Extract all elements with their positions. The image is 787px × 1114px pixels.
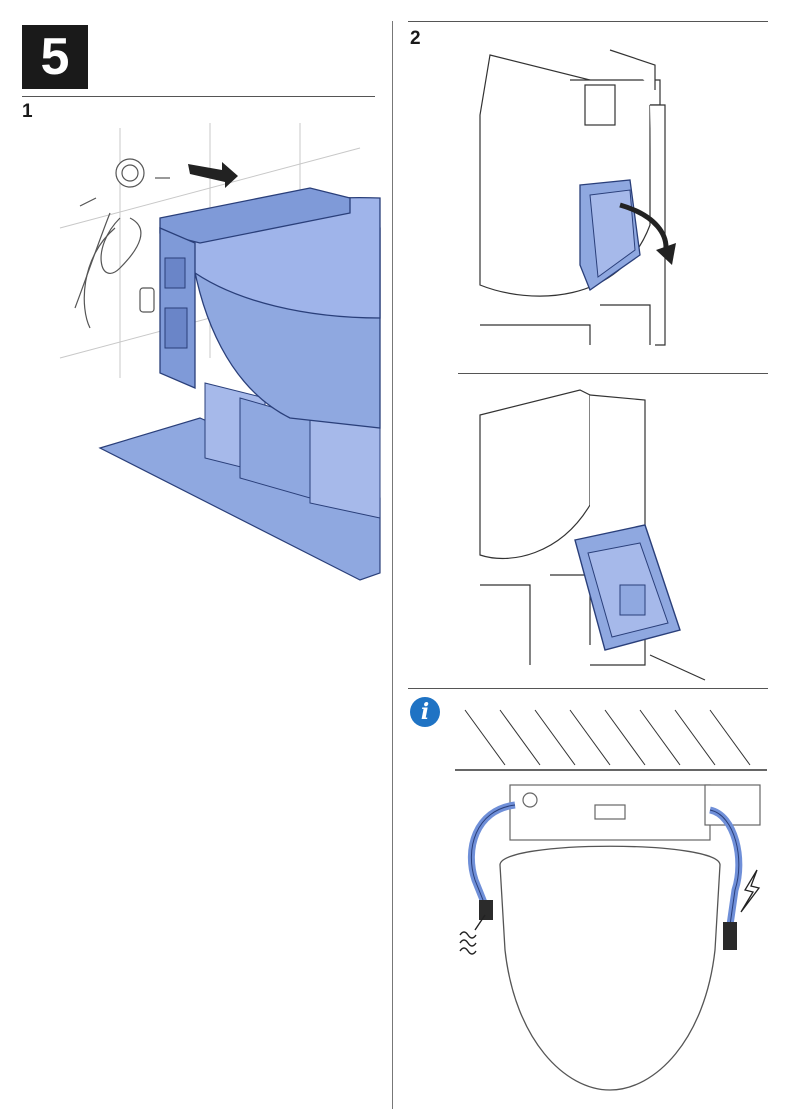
substep-2-label: 2 [410, 28, 421, 49]
direction-arrow [188, 162, 238, 188]
illustration-cover-removed [479, 389, 706, 681]
substep-1-label: 1 [22, 101, 33, 122]
left-top-divider [22, 96, 375, 97]
water-symbol [459, 914, 486, 955]
info-icon: i [410, 697, 440, 727]
hose-fittings [74, 158, 170, 329]
floor-plate [98, 417, 381, 581]
step-number-box: 5 [22, 25, 88, 89]
right-top-divider [408, 21, 768, 22]
right-info-divider [408, 688, 768, 689]
illustration-top-view-connections [455, 709, 767, 1091]
illustration-cover-open [479, 49, 676, 346]
toilet-seat-outline [499, 845, 721, 1091]
right-middle-divider [458, 373, 768, 374]
column-divider [392, 21, 393, 1109]
power-symbol [740, 869, 761, 913]
illustration-seat-module-mounting [59, 123, 381, 581]
wall-hatching [455, 709, 767, 771]
